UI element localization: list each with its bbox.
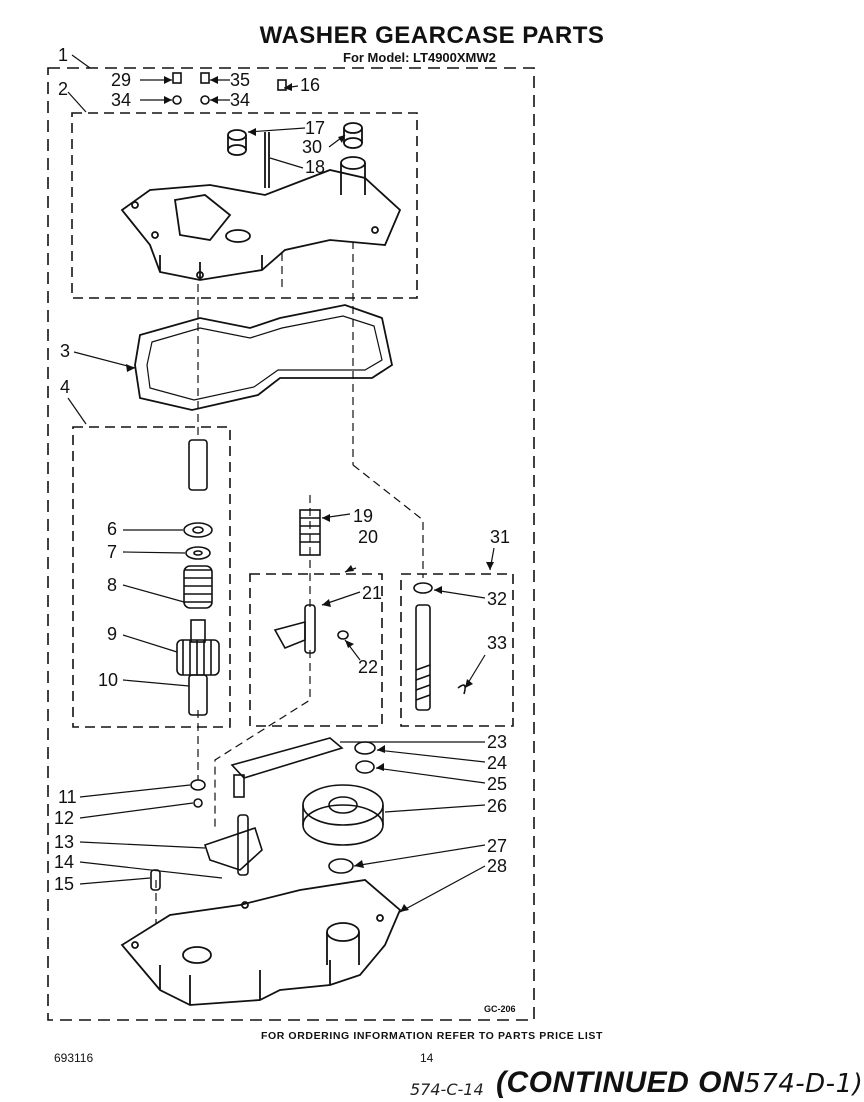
page-number: 14 xyxy=(420,1051,434,1065)
callout-6: 6 xyxy=(107,519,118,539)
callout-13: 13 xyxy=(54,832,75,852)
gearcase-cover xyxy=(120,122,402,281)
callout-23: 23 xyxy=(487,732,508,752)
callout-10: 10 xyxy=(98,670,119,690)
callout-35: 35 xyxy=(230,70,251,90)
callout-14: 14 xyxy=(54,852,75,872)
callout-20: 20 xyxy=(358,527,379,547)
callout-9: 9 xyxy=(107,624,118,644)
callout-29: 29 xyxy=(111,70,132,90)
callout-17: 17 xyxy=(305,118,326,138)
callout-8: 8 xyxy=(107,575,118,595)
callout-12: 12 xyxy=(54,808,75,828)
model-subtitle: For Model: LT4900XMW2 xyxy=(343,50,496,65)
arrowheads xyxy=(126,76,494,912)
callout-32: 32 xyxy=(487,589,508,609)
callout-27: 27 xyxy=(487,836,508,856)
ordering-note: FOR ORDERING INFORMATION REFER TO PARTS … xyxy=(260,1030,604,1042)
leader-lines xyxy=(67,54,495,913)
callout-11: 11 xyxy=(58,787,77,807)
callout-21: 21 xyxy=(362,583,383,603)
shift-fork-group-box xyxy=(249,573,383,727)
continued-note: (CONTINUED ON574-D-1) xyxy=(496,1066,863,1100)
figure-code: GC-206 xyxy=(484,1004,516,1014)
shaft-parts xyxy=(413,582,466,711)
top-screws xyxy=(172,72,287,105)
callout-26: 26 xyxy=(487,796,508,816)
continued-ref: 574-D-1) xyxy=(744,1069,864,1099)
callout-15: 15 xyxy=(54,874,75,894)
callout-16: 16 xyxy=(300,75,321,95)
pinion-parts xyxy=(176,439,220,808)
shift-fork-parts xyxy=(273,509,349,654)
callout-34-left: 34 xyxy=(111,90,132,110)
callout-1: 1 xyxy=(58,45,69,65)
gasket xyxy=(134,304,394,411)
callout-30: 30 xyxy=(302,137,323,157)
shaft-group-box xyxy=(400,573,514,727)
drive-parts xyxy=(150,737,384,891)
assembly-border xyxy=(47,67,535,1021)
callout-25: 25 xyxy=(487,774,508,794)
callout-4: 4 xyxy=(60,377,71,397)
cover-group-box xyxy=(71,112,418,299)
callout-3: 3 xyxy=(60,341,71,361)
callout-18: 18 xyxy=(305,157,326,177)
callout-31: 31 xyxy=(490,527,511,547)
handwritten-note: 574-C-14 xyxy=(410,1080,484,1099)
lower-gearcase xyxy=(120,879,402,1006)
callout-7: 7 xyxy=(107,542,118,562)
page-title: WASHER GEARCASE PARTS xyxy=(259,22,605,49)
document-number: 693116 xyxy=(54,1051,94,1065)
callout-34-right: 34 xyxy=(230,90,251,110)
callout-19: 19 xyxy=(353,506,374,526)
continued-label: (CONTINUED ON xyxy=(496,1066,745,1099)
callout-24: 24 xyxy=(487,753,508,773)
pinion-group-box xyxy=(72,426,231,728)
callout-28: 28 xyxy=(487,856,508,876)
callout-33: 33 xyxy=(487,633,508,653)
callout-22: 22 xyxy=(358,657,379,677)
callout-2: 2 xyxy=(58,79,69,99)
